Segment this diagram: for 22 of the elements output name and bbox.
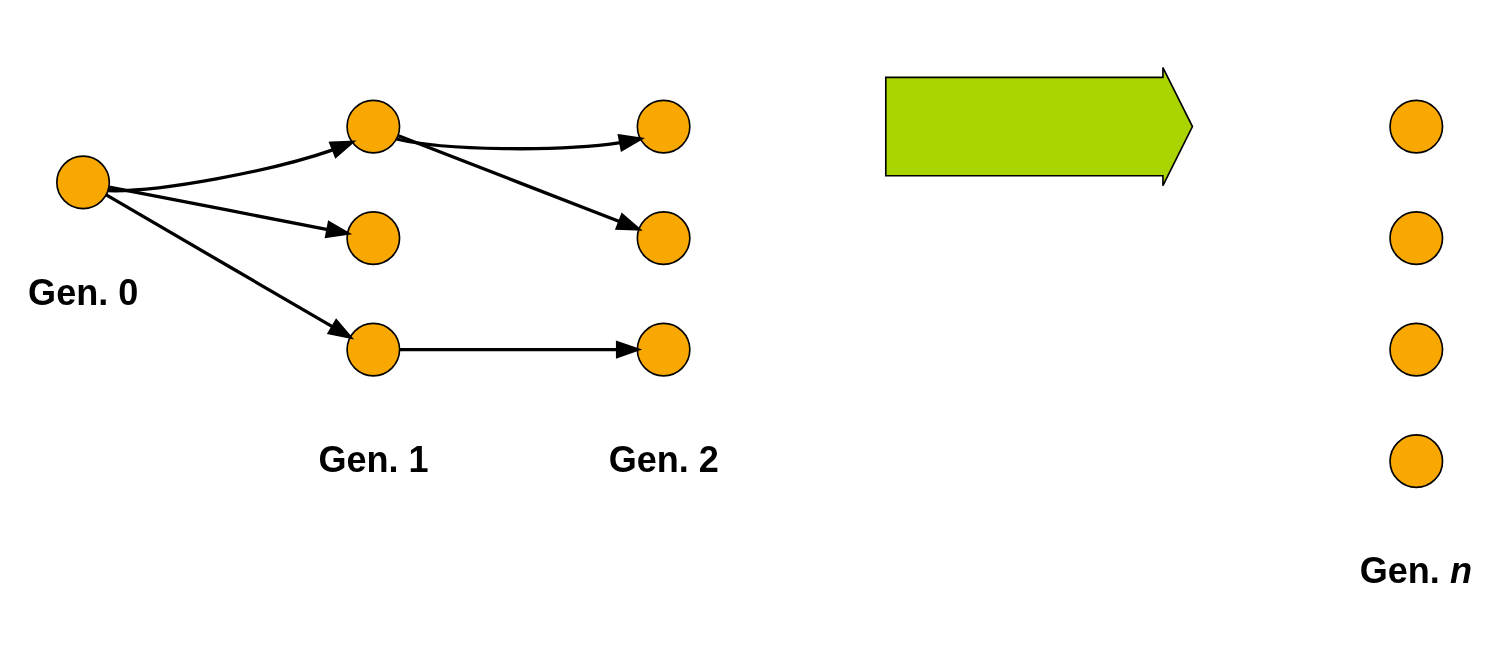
- node-circle: [346, 99, 401, 154]
- arrow: [397, 133, 643, 231]
- label: Gen. 1: [318, 438, 429, 480]
- arrow: [396, 133, 645, 152]
- arrow: [399, 339, 643, 359]
- node-circle: [1389, 322, 1444, 377]
- arrow: [105, 193, 355, 339]
- node-circle: [346, 322, 401, 377]
- node-arrow: [884, 66, 1194, 186]
- label: Gen. n: [1359, 549, 1472, 591]
- node-circle: [636, 99, 691, 154]
- node-circle: [56, 154, 111, 209]
- node-circle: [636, 322, 691, 377]
- arrow: [108, 140, 357, 192]
- node-circle: [346, 210, 401, 265]
- node-circle: [1389, 99, 1444, 154]
- arrow: [108, 185, 353, 238]
- node-circle: [636, 210, 691, 265]
- label: Gen. 0: [28, 271, 139, 313]
- node-circle: [1389, 210, 1444, 265]
- node-circle: [1389, 433, 1444, 488]
- label: Gen. 2: [608, 438, 719, 480]
